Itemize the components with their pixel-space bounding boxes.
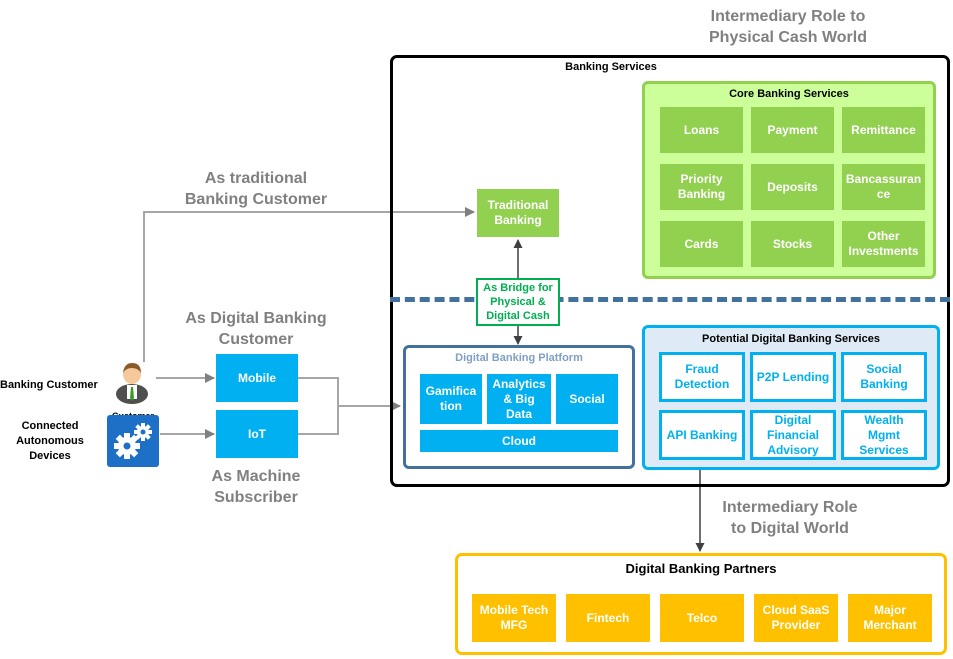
physical-cash-role-caption: Intermediary Role to Physical Cash World — [709, 8, 867, 46]
banking-services-title: Banking Services — [565, 61, 657, 73]
traditional-customer-caption: As traditional Banking Customer — [184, 170, 328, 208]
platform-analytics-big-data: Analytics & Big Data — [487, 374, 551, 424]
core-banking-services-box: Core Banking Services Loans Payment Remi… — [642, 81, 936, 279]
core-service-stocks: Stocks — [751, 221, 834, 267]
iot-channel-box: IoT — [216, 410, 298, 458]
potential-digital-services-title: Potential Digital Banking Services — [702, 333, 880, 345]
core-service-bancassurance: Bancassuran ce — [842, 164, 925, 210]
platform-social: Social — [556, 374, 618, 424]
physical-digital-divider — [390, 297, 950, 302]
bridge-box: As Bridge for Physical & Digital Cash — [476, 278, 560, 326]
platform-gamification: Gamifica tion — [420, 374, 482, 424]
devices-label: Connected Autonomous Devices — [16, 420, 84, 462]
line-iot-merge — [298, 406, 339, 435]
partner-cloud-saas-provider: Cloud SaaS Provider — [754, 594, 838, 642]
mobile-channel-box: Mobile — [216, 354, 298, 402]
partner-mobile-tech-mfg: Mobile Tech MFG — [472, 594, 556, 642]
partner-fintech: Fintech — [566, 594, 650, 642]
arrow-customer-to-traditional — [143, 207, 475, 362]
banking-customer-label: Banking Customer — [0, 379, 98, 391]
line-mobile-merge — [298, 377, 339, 406]
traditional-banking-box: Traditional Banking — [477, 189, 559, 237]
service-wealth-mgmt: Wealth Mgmt Services — [841, 410, 927, 460]
core-service-deposits: Deposits — [751, 164, 834, 210]
core-service-priority-banking: Priority Banking — [660, 164, 743, 210]
core-service-loans: Loans — [660, 107, 743, 153]
machine-subscriber-caption: As Machine Subscriber — [211, 468, 301, 506]
banking-services-box: Banking Services — [390, 55, 950, 487]
potential-digital-services-box: Potential Digital Banking Services Fraud… — [642, 325, 940, 470]
core-service-other-investments: Other Investments — [842, 221, 925, 267]
partner-major-merchant: Major Merchant — [848, 594, 932, 642]
partner-telco: Telco — [660, 594, 744, 642]
service-digital-financial-advisory: Digital Financial Advisory — [750, 410, 836, 460]
core-service-payment: Payment — [751, 107, 834, 153]
platform-cloud: Cloud — [420, 430, 618, 452]
customer-icon — [114, 361, 150, 405]
digital-banking-platform-box: Digital Banking Platform Gamifica tion A… — [403, 345, 635, 469]
core-banking-services-title: Core Banking Services — [729, 88, 849, 100]
service-fraud-detection: Fraud Detection — [659, 352, 745, 402]
core-service-remittance: Remittance — [842, 107, 925, 153]
digital-banking-partners-box: Digital Banking Partners Mobile Tech MFG… — [455, 553, 947, 655]
digital-customer-caption: As Digital Banking Customer — [185, 310, 327, 348]
digital-world-role-caption: Intermediary Role to Digital World — [722, 499, 858, 537]
core-service-cards: Cards — [660, 221, 743, 267]
digital-banking-platform-title: Digital Banking Platform — [455, 352, 583, 364]
service-api-banking: API Banking — [659, 410, 745, 460]
service-social-banking: Social Banking — [841, 352, 927, 402]
gears-icon — [107, 415, 159, 467]
digital-banking-partners-title: Digital Banking Partners — [625, 561, 777, 576]
service-p2p-lending: P2P Lending — [750, 352, 836, 402]
